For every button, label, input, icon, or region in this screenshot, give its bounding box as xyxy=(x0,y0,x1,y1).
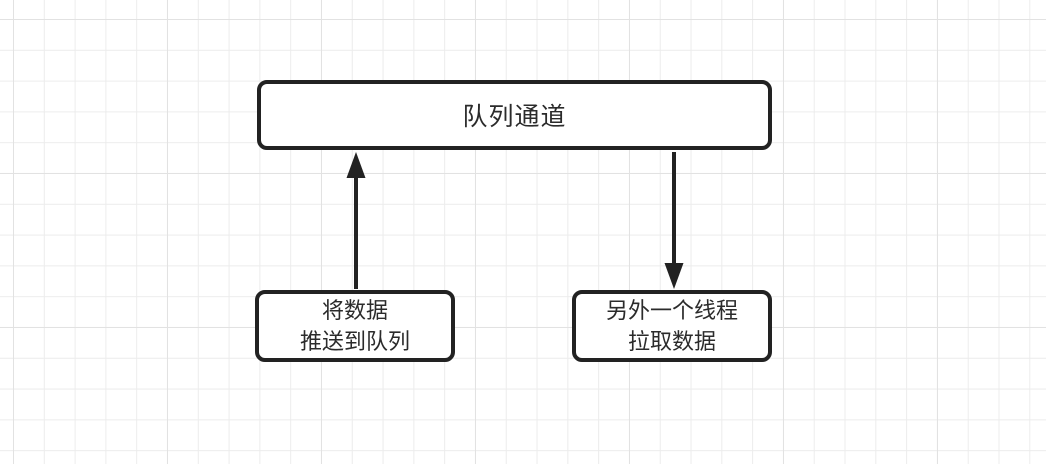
node-pull-data-line1: 另外一个线程 xyxy=(605,298,738,323)
node-push-to-queue-line1: 将数据 xyxy=(321,298,388,323)
node-queue-channel-label: 队列通道 xyxy=(462,103,567,131)
node-pull-data-line2: 拉取数据 xyxy=(627,329,716,354)
pull-arrow-down-icon xyxy=(664,152,684,289)
push-arrow-up-icon xyxy=(346,152,366,289)
node-push-to-queue-line2: 推送到队列 xyxy=(299,329,410,354)
node-pull-data: 另外一个线程 拉取数据 xyxy=(572,290,772,362)
node-push-to-queue: 将数据 推送到队列 xyxy=(255,290,455,362)
node-queue-channel: 队列通道 xyxy=(257,80,772,150)
